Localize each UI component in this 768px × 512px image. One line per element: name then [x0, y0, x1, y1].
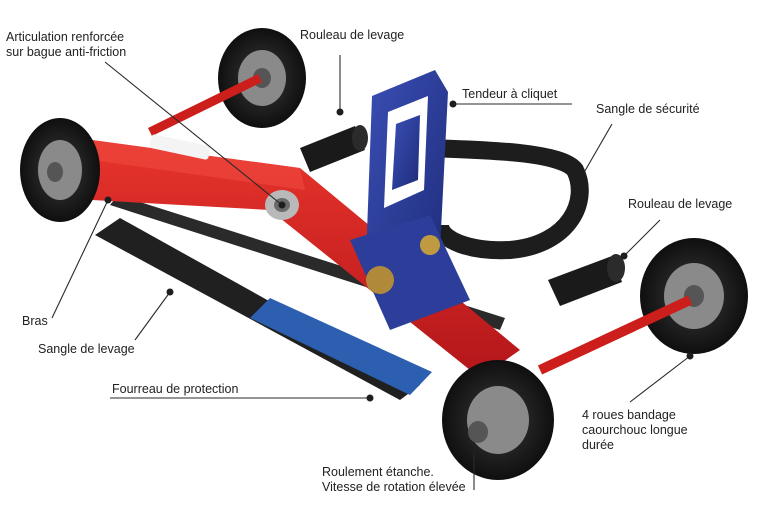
label-fourreau: Fourreau de protection [112, 382, 239, 396]
label-roulement: Roulement étanche. Vitesse de rotation é… [322, 465, 466, 494]
front-axle [537, 295, 693, 375]
wheel-back-left [218, 28, 306, 128]
label-articulation: Articulation renforcée sur bague anti-fr… [6, 30, 127, 59]
safety-strap [431, 139, 589, 260]
wheel-right [640, 238, 748, 354]
lifting-roller-right [548, 254, 625, 306]
label-tendeur: Tendeur à cliquet [462, 87, 558, 101]
label-rouleau-top: Rouleau de levage [300, 28, 405, 42]
leader-lines [51, 55, 694, 490]
ratchet-handle [350, 70, 470, 330]
protective-sleeve [250, 298, 432, 395]
label-roues: 4 roues bandage caourchouc longue durée [582, 408, 688, 452]
label-sangle-levage: Sangle de levage [38, 342, 135, 356]
lifting-roller-top [300, 125, 368, 172]
rear-axle [148, 73, 262, 137]
wheel-bottom [442, 360, 554, 480]
label-rouleau-right: Rouleau de levage [628, 197, 733, 211]
label-sangle-securite: Sangle de sécurité [596, 102, 700, 116]
label-bras: Bras [22, 314, 48, 328]
wheel-front-left [20, 118, 100, 222]
